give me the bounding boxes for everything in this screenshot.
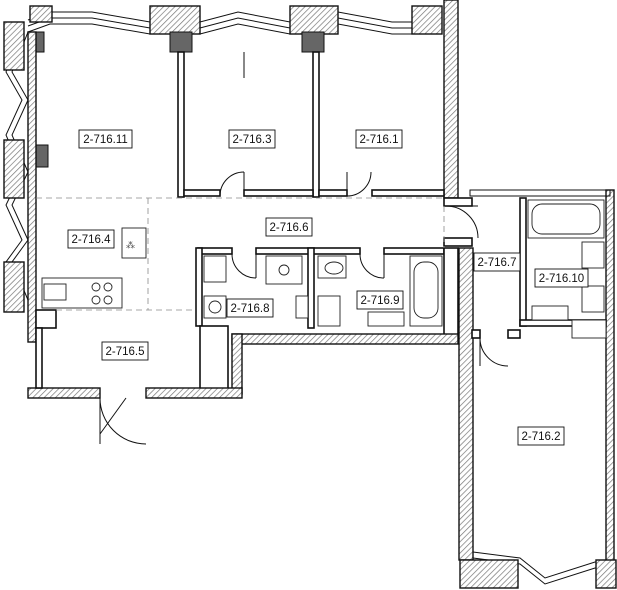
svg-text:2-716.9: 2-716.9 [360, 295, 399, 307]
svg-text:2-716.3: 2-716.3 [232, 134, 271, 146]
room-label-2-716-2: 2-716.2 [517, 426, 565, 446]
facade-left [3, 21, 49, 343]
exterior-wall-east [605, 189, 615, 563]
bathroom-fixtures [203, 199, 607, 339]
room-label-2-716-1: 2-716.1 [355, 129, 403, 149]
facade-bottom-right [459, 551, 617, 589]
svg-text:2-716.2: 2-716.2 [521, 431, 560, 443]
svg-text:2-716.11: 2-716.11 [83, 134, 128, 146]
svg-text:2-716.6: 2-716.6 [269, 222, 308, 234]
room-label-2-716-10: 2-716.10 [534, 268, 589, 288]
room-label-2-716-11: 2-716.11 [78, 129, 133, 149]
interior-walls [27, 51, 607, 399]
door-swings [99, 171, 509, 445]
svg-text:2-716.5: 2-716.5 [105, 346, 144, 358]
svg-text:2-716.1: 2-716.1 [359, 134, 398, 146]
room-label-2-716-5: 2-716.5 [101, 341, 149, 361]
room-label-2-716-4: 2-716.4 [67, 229, 115, 249]
room-label-2-716-6: 2-716.6 [265, 217, 313, 237]
facade-top [27, 5, 443, 53]
room-label-2-716-7: 2-716.7 [473, 252, 521, 272]
exterior-wall-right-lower [458, 247, 474, 561]
room-label-2-716-9: 2-716.9 [356, 290, 404, 310]
exterior-wall-right-upper [443, 0, 459, 199]
room-label-2-716-8: 2-716.8 [226, 298, 274, 318]
svg-text:2-716.10: 2-716.10 [539, 273, 584, 285]
svg-text:2-716.4: 2-716.4 [71, 234, 111, 246]
zoning-lines [36, 197, 445, 311]
room-labels: 2-716.11 2-716.3 2-716.1 2-716.6 2-716.4… [67, 129, 589, 446]
svg-text:⁂: ⁂ [126, 240, 135, 250]
room-label-2-716-3: 2-716.3 [228, 129, 276, 149]
svg-text:2-716.8: 2-716.8 [230, 303, 269, 315]
svg-text:2-716.7: 2-716.7 [477, 257, 516, 269]
kitchen-fixtures: ⁂ [41, 227, 147, 309]
